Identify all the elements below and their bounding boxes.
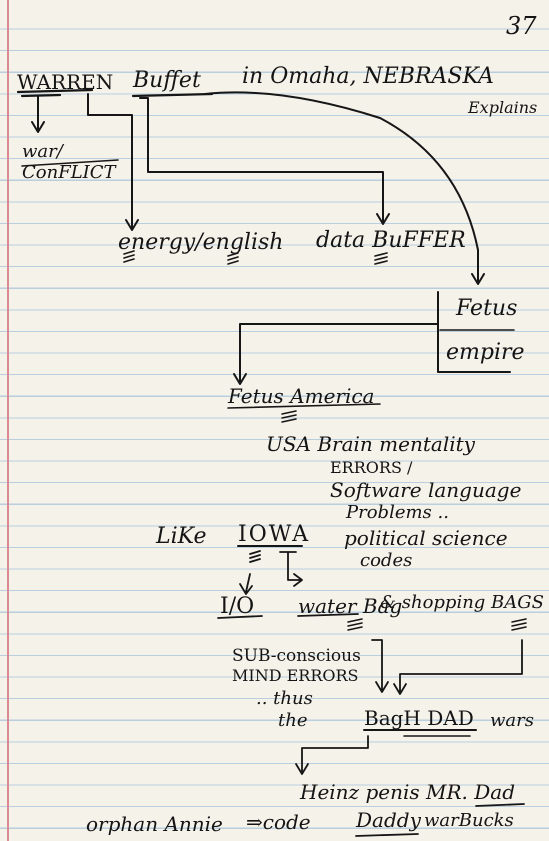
note-iowa: IOWA (238, 522, 311, 547)
note-subconscious: SUB-conscious (232, 646, 361, 666)
squiggle-energy (123, 250, 135, 263)
note-political-science: political science (344, 526, 508, 550)
note-the: the (278, 710, 308, 731)
note-war-conflict: war/ ConFLICT (22, 141, 116, 183)
note-orphan-annie: orphan Annie (86, 812, 223, 836)
note-location: in Omaha, NEBRASKA (242, 64, 494, 89)
squiggle-english (227, 252, 239, 265)
note-software: Software language (330, 478, 522, 502)
warren-underline (16, 88, 94, 98)
note-energy-english: energy/english (118, 230, 284, 255)
note-wars: wars (490, 710, 534, 731)
iowa-right-branch (279, 551, 303, 587)
arrow-bags-baghdad (393, 639, 523, 695)
squiggle-bags (511, 618, 527, 631)
note-empire: empire (446, 340, 525, 365)
note-problems: Problems .. (346, 502, 449, 523)
dad-underline (475, 803, 525, 807)
note-explains: Explains (468, 98, 538, 117)
note-arrow-code: ⇒code (246, 810, 311, 834)
arrow-war-conflict (31, 95, 45, 133)
note-io: I/O (220, 594, 255, 619)
iowa-left-arrow (239, 550, 261, 595)
water-bag-underline (297, 613, 359, 617)
arrow-data-buffer (139, 97, 390, 225)
arrow-energy (87, 93, 139, 231)
war-underline (21, 159, 119, 167)
note-water-bag: water Bag (298, 594, 403, 618)
daddy-underline (355, 833, 419, 837)
note-mind-errors: MIND ERRORS (232, 666, 359, 685)
arrow-baghdad-heinz (295, 735, 369, 775)
note-warren: WARREN (17, 70, 114, 94)
squiggle-water (347, 618, 363, 631)
note-warbucks: warBucks (424, 810, 514, 831)
note-shopping-bags: & shopping BAGS (380, 592, 544, 613)
note-buffet: Buffet (133, 68, 201, 93)
note-fetus: Fetus (456, 296, 518, 321)
margin-line (7, 0, 9, 841)
note-heinz: Heinz penis MR. Dad (300, 780, 515, 804)
arrow-water-baghdad (371, 639, 389, 693)
note-errors: ERRORS / (330, 458, 413, 477)
buffet-underline (131, 92, 214, 98)
note-daddy: Daddy (356, 808, 421, 832)
fetus-america-underline (227, 403, 381, 409)
squiggle-buffer (374, 252, 388, 265)
note-thus: .. thus (256, 688, 313, 709)
note-codes: codes (360, 550, 413, 571)
note-data-buffer: data BuFFER (316, 228, 466, 253)
note-baghdad: BagH DAD (364, 706, 474, 730)
page-number: 37 (506, 12, 537, 40)
arrow-fetus-america (233, 323, 439, 385)
io-underline (217, 615, 263, 619)
squiggle-america (281, 410, 297, 423)
note-usa-line: USA Brain mentality (266, 432, 475, 456)
note-fetus-america: Fetus America (228, 384, 375, 408)
arrow-fetus (204, 91, 485, 285)
note-like: LiKe (156, 524, 207, 549)
fetus-bracket (437, 291, 511, 373)
